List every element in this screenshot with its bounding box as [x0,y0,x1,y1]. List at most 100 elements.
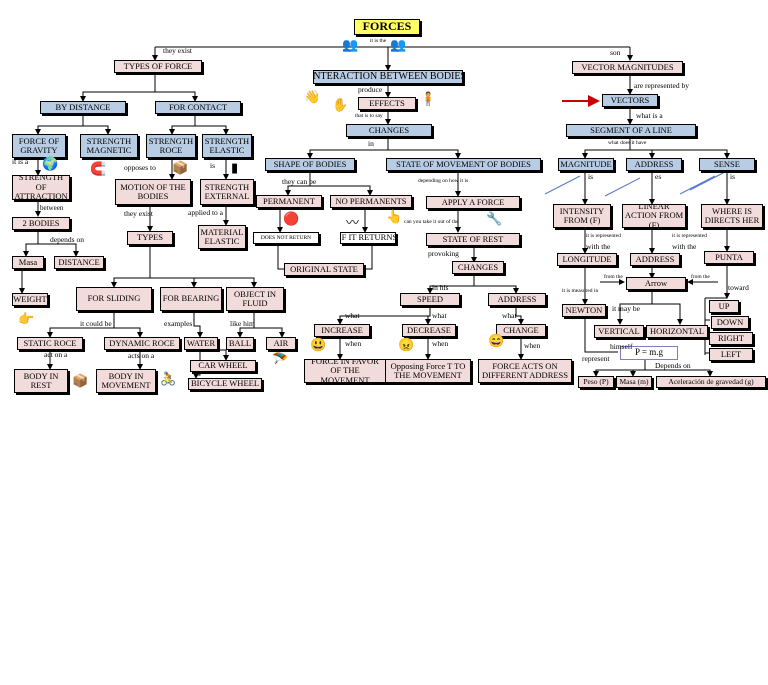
node-strength-roce: STRENGTH ROCE [146,134,196,158]
node-address: ADDRESS [626,158,682,171]
smile-icon: 😃 [310,337,327,352]
node-address-3: ADDRESS [488,293,546,306]
label-from-the-2: from the [691,274,710,280]
node-up: UP [709,300,739,313]
node-types: TYPES [127,231,173,245]
node-left: LEFT [709,348,753,361]
node-vector-magnitudes: VECTOR MAGNITUDES [572,61,683,74]
node-material-elastic: MATERIAL ELASTIC [198,225,246,249]
node-aceleracion: Aceleración de gravedad (g) [656,376,766,388]
label-when-3: when [524,341,541,350]
push-icon: 👋 [304,89,321,104]
node-for-sliding: FOR SLIDING [76,287,152,311]
label-son: son [610,48,621,57]
node-force-of-gravity: FORCE OF GRAVITY [12,134,66,158]
push-icon: 🧍 [420,91,437,106]
node-segment-of-a-line: SEGMENT OF A LINE [566,124,696,137]
label-with-the-2: with the [672,242,697,251]
label-it-is-the: it is the [370,38,387,44]
label-depends-on: depends on [50,235,84,244]
globe-icon: 🌍 [42,156,59,171]
node-decrease: DECREASE [402,324,456,337]
box-icon: 📦 [172,160,189,175]
node-interaction: INTERACTION BETWEEN BODIES [313,70,463,84]
label-what-1: what [345,311,360,320]
label-produce: produce [358,85,383,94]
label-in-his: in his [432,283,449,292]
label-it-is-a: it is a [12,157,29,166]
label-what-2: what [432,311,447,320]
smile-icon: 😠 [398,337,415,352]
node-right: RIGHT [709,332,753,345]
label-is-3: is [730,172,736,181]
label-in: in [368,139,374,148]
magnet-icon: 🧲 [90,161,107,176]
node-strength-magnetic: STRENGTH MAGNETIC [80,134,138,158]
people-icon: 👥 [342,37,359,52]
label-it-is-represented-2: it is represented [672,233,707,239]
label-is-2: is [588,172,594,181]
node-dynamic-roce: DYNAMIC ROCE [104,337,180,350]
node-where-is-directs: WHERE IS DIRECTS HER [701,204,763,228]
label-they-exist: they exist [163,46,192,55]
label-applied-to-a: applied to a [188,208,223,217]
node-body-in-movement: BODY IN MOVEMENT [96,369,156,393]
node-for-bearing: FOR BEARING [160,287,222,311]
label-they-exist-2: they exist [124,209,153,218]
label-from-the: from the [604,274,623,280]
node-horizontal: HORIZONTAL [646,325,708,338]
label-what-3: what [502,311,517,320]
node-vertical: VERTICAL [594,325,644,338]
label-it-may-be: it may be [612,304,640,313]
node-changes-2: CHANGES [452,261,504,274]
label-opposes-to: opposes to [124,163,156,172]
node-down: DOWN [711,316,749,329]
node-strength-external: STRENGTH EXTERNAL [200,179,254,205]
cyclist-icon: 🚴 [160,371,177,386]
node-intensity: INTENSITY FROM (F) [553,204,611,228]
label-acts-on-a-2: acts on a [128,351,155,360]
hand-icon: 👆 [386,209,403,224]
node-object-in-fluid: OBJECT IN FLUID [226,287,284,311]
node-static-roce: STATIC ROCE [17,337,83,350]
node-by-distance: BY DISTANCE [40,101,126,114]
shield-icon: ▮ [231,160,239,175]
node-speed: SPEED [400,293,460,306]
node-shape-of-bodies: SHAPE OF BODIES [265,158,355,171]
clamp-icon: 🔧 [486,211,503,226]
formula-box: P = m.g [620,346,678,360]
box-icon: 📦 [72,373,89,388]
node-force-in-favor: FORCE IN FAVOR OF THE MOVEMENT [304,359,386,383]
label-represent: represent [582,354,610,363]
node-strength-of-attraction: STRENGTH OF ATTRACTION [12,175,70,200]
node-if-it-returns: IF IT RETURNS [340,232,396,244]
title-forces: FORCES [354,19,420,35]
label-act-on-a: act on a [44,350,68,359]
node-strength-elastic: STRENGTH ELASTIC [202,134,252,158]
node-force-acts: FORCE ACTS ON DIFFERENT ADDRESS [478,359,572,383]
node-sense: SENSE [699,158,755,171]
node-changes: CHANGES [346,124,432,137]
node-motion-of-the-bodies: MOTION OF THE BODIES [115,179,191,205]
spring-icon: 〰 [346,215,360,230]
node-state-of-movement: STATE OF MOVEMENT OF BODIES [386,158,541,171]
node-change: CHANGE [496,324,546,337]
node-peso: Peso (P) [578,376,614,388]
node-magnitude: MAGNITUDE [558,158,614,171]
node-water: WATER [184,337,218,350]
label-provoking: provoking [428,249,459,258]
node-masa: Masa [12,256,44,269]
node-effects: EFFECTS [358,97,416,110]
label-when-2: when [432,339,449,348]
ball-icon: 🔴 [283,211,300,226]
label-depending: depending on how it is [418,178,469,184]
node-ball: BALL [226,337,254,350]
parachute-icon: 🪂 [272,351,289,366]
label-what-is-a: what is a [636,111,663,120]
pointer-icon: 👉 [18,311,35,326]
node-masa-m: Masa (m) [616,376,652,388]
label-it-could-be: it could be [80,319,112,328]
label-what-does-it-have: what does it have [608,140,647,146]
node-2-bodies: 2 BODIES [12,217,70,230]
